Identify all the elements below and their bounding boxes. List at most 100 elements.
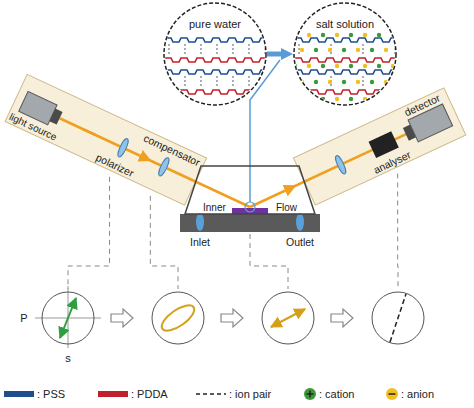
salt-ion [349,64,353,68]
node-text: Flow [276,202,297,214]
state-circle [372,292,424,344]
legend-swatch [4,391,34,397]
light-beam [250,131,413,207]
polarizer-lens [116,138,130,159]
node-text: salt solution [316,18,374,31]
salt-ion [328,80,332,84]
part-label: compensator [142,131,202,168]
anion-symbol [386,388,398,400]
salt-ion [314,48,318,52]
ion-pair [395,76,396,88]
ion-pair [217,76,218,88]
salt-ion [398,80,402,84]
zoom-ring [245,202,255,212]
part-label: light source [8,111,59,143]
guide-line [397,173,398,289]
salt-ion [307,33,311,37]
part-label: detector [402,91,441,118]
salt-ion [314,80,318,84]
node-text: pure water [189,18,241,31]
sample-film [232,208,268,214]
polyelectrolyte-layers [289,33,407,101]
polyelectrolyte-layers [159,38,277,94]
legend-text: : PDDA [131,388,168,401]
light-beam [60,118,250,207]
ion-pair [217,44,218,56]
salt-ion [321,33,325,37]
salt-ion [370,80,374,84]
polymer-chain [159,90,277,94]
part-label: s [65,352,71,365]
legend-line [196,393,226,395]
salt-ion [363,33,367,37]
ion-pair [169,44,170,56]
salt-ion [342,80,346,84]
beam-arrow [286,188,291,190]
polymer-chain [159,58,277,62]
ion-pair [265,76,266,88]
analyser-arm [239,88,466,231]
ion-pair [249,44,250,56]
flow-arrow [267,52,281,57]
salt-ion [363,64,367,68]
compensator-lens [157,157,171,178]
arm-panel [293,88,465,205]
linear-polarization [60,298,76,338]
part-label: P [20,312,27,325]
legend-text: : ion pair [229,388,271,401]
light-source-lens [49,109,62,125]
guide-line [68,177,110,289]
node-outline [293,2,397,106]
polymer-chain [289,90,407,94]
salt-ion [370,48,374,52]
ion-pair [233,76,234,88]
ion-pair [185,76,186,88]
legend-text: : PSS [37,388,65,401]
salt-ion [335,64,339,68]
part-label: Inlet [190,236,210,248]
node-text: Inner [203,202,226,214]
step-arrows [111,309,353,327]
polymer-chain [159,70,271,74]
salt-ion [335,97,339,101]
state-circle [42,292,94,344]
part-label: polarizer [94,151,136,179]
zoom-circle: salt solution [293,2,397,106]
elliptical-polarization [158,301,198,336]
extinction-line [390,294,406,342]
salt-ion [342,48,346,52]
salt-ion [377,33,381,37]
outlet-tube [296,213,304,231]
ion-pair [363,76,364,88]
linear-polarization [271,309,305,327]
ion-pair [201,76,202,88]
part-label: analyser [372,148,413,176]
legend-text: : cation [319,388,354,401]
analyser-lens [334,154,348,175]
guide-line [150,196,178,289]
ion-pair [299,44,300,56]
legend-swatch [98,391,128,397]
salt-ion [356,48,360,52]
polarizer-arm [5,74,261,230]
state-circle [262,292,314,344]
state-circle [152,292,204,344]
salt-ion [300,48,304,52]
inlet-tube [196,213,204,231]
cell-base [180,214,320,232]
polymer-chain [289,38,401,42]
zoom-circle: pure water [163,2,267,106]
guide-line [250,234,288,289]
ion-pair [233,44,234,56]
flow-cell: Inner Flow [185,166,315,214]
salt-ion [391,97,395,101]
part-label: Outlet [286,236,314,248]
polymer-chain [289,58,407,62]
polymer-chain [289,70,401,74]
salt-ion [293,97,297,101]
salt-ion [349,33,353,37]
salt-ion [307,64,311,68]
salt-ion [321,64,325,68]
